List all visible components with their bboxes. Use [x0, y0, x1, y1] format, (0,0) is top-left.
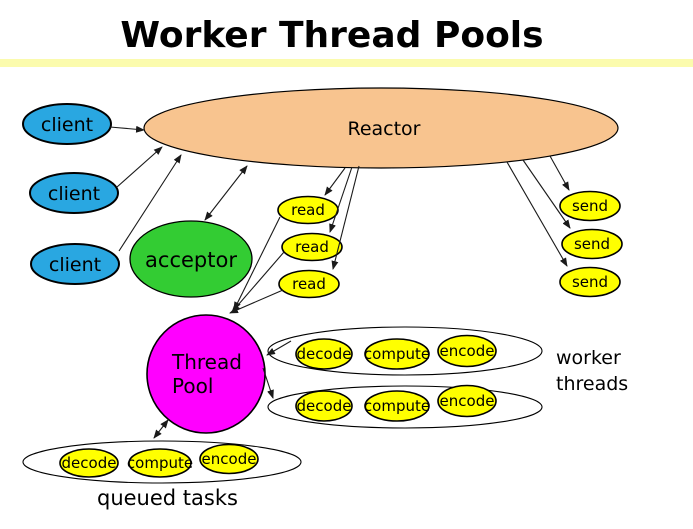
send-node-2: send	[561, 228, 623, 260]
connector-arrows	[109, 125, 571, 439]
client-label: client	[41, 114, 93, 136]
worker-threads-caption-line1: worker	[556, 347, 621, 369]
acceptor-node: acceptor	[129, 220, 253, 298]
compute-ellipse	[364, 338, 430, 370]
reactor-node: Reactor	[143, 87, 619, 169]
decode-label: decode	[297, 397, 352, 415]
read-label: read	[292, 275, 326, 293]
decode-label: decode	[297, 345, 352, 363]
compute-label: compute	[127, 454, 193, 472]
send-label: send	[574, 235, 610, 253]
client-ellipse	[29, 172, 119, 214]
read-ellipse	[281, 232, 343, 262]
decode-ellipse	[295, 338, 353, 370]
read-node-3: read	[278, 269, 340, 299]
reactor-label: Reactor	[347, 118, 420, 140]
send-node-1: send	[559, 190, 621, 222]
compute-label: compute	[364, 345, 430, 363]
send-ellipse	[559, 266, 621, 298]
arrow-reactor-read1	[324, 167, 346, 196]
decode-ellipse	[59, 448, 119, 478]
read-label: read	[291, 201, 325, 219]
arrow-reactor-send2	[522, 159, 571, 229]
client-node-3: client	[30, 243, 120, 285]
encode-ellipse	[437, 384, 497, 418]
thread-pool-node: Thread Pool	[146, 314, 266, 434]
arrow-reactor-read2	[329, 166, 353, 233]
arrow-read1-pool	[233, 216, 281, 311]
arrow-reactor-send1	[549, 155, 570, 191]
queued-tasks-row: decode compute encode	[22, 440, 302, 484]
worker-thread-row-1: decode compute encode	[267, 326, 543, 376]
arrow-read2-pool	[231, 251, 285, 313]
read-ellipse	[278, 269, 340, 299]
arrow-pool-queuedtasks-bidirectional	[153, 419, 169, 439]
title-underline-bar	[0, 59, 693, 67]
encode-ellipse	[437, 334, 497, 368]
client-ellipse	[30, 243, 120, 285]
client-label: client	[49, 254, 101, 276]
send-ellipse	[559, 190, 621, 222]
encode-ellipse	[199, 443, 259, 475]
send-label: send	[572, 273, 608, 291]
arrow-read3-pool	[229, 289, 284, 314]
arrow-workerrow1-pool	[266, 340, 292, 356]
send-ellipse	[561, 228, 623, 260]
acceptor-ellipse	[129, 220, 253, 298]
send-label: send	[572, 197, 608, 215]
client-node-2: client	[29, 172, 119, 214]
compute-label: compute	[364, 397, 430, 415]
read-label: read	[295, 238, 329, 256]
thread-pool-label-line1: Thread	[171, 350, 242, 374]
client-ellipse	[22, 103, 112, 145]
read-node-2: read	[281, 232, 343, 262]
queued-tasks-caption: queued tasks	[97, 486, 238, 510]
decode-label: decode	[62, 454, 117, 472]
page-title: Worker Thread Pools	[120, 15, 543, 56]
encode-label: encode	[440, 392, 495, 410]
compute-ellipse	[364, 390, 430, 422]
arrow-reactor-read3	[331, 165, 360, 270]
arrow-client3-reactor	[118, 154, 182, 252]
arrow-pool-workerrow2	[262, 367, 274, 399]
decode-ellipse	[295, 390, 353, 422]
read-node-1: read	[277, 195, 339, 225]
arrow-reactor-send3	[506, 161, 568, 267]
client-node-1: client	[22, 103, 112, 145]
worker-threads-caption: worker threads	[556, 347, 628, 395]
send-node-3: send	[559, 266, 621, 298]
thread-pool-label-line2: Pool	[172, 374, 213, 398]
encode-label: encode	[440, 342, 495, 360]
arrow-client1-reactor	[109, 125, 145, 133]
compute-ellipse	[128, 448, 192, 478]
arrow-acceptor-reactor-bidirectional	[204, 165, 248, 221]
worker-thread-row-2: decode compute encode	[267, 384, 543, 429]
client-label: client	[48, 183, 100, 205]
acceptor-label: acceptor	[145, 248, 237, 272]
worker-threads-caption-line2: threads	[556, 373, 628, 395]
arrow-client2-reactor	[116, 146, 163, 188]
encode-label: encode	[202, 450, 257, 468]
